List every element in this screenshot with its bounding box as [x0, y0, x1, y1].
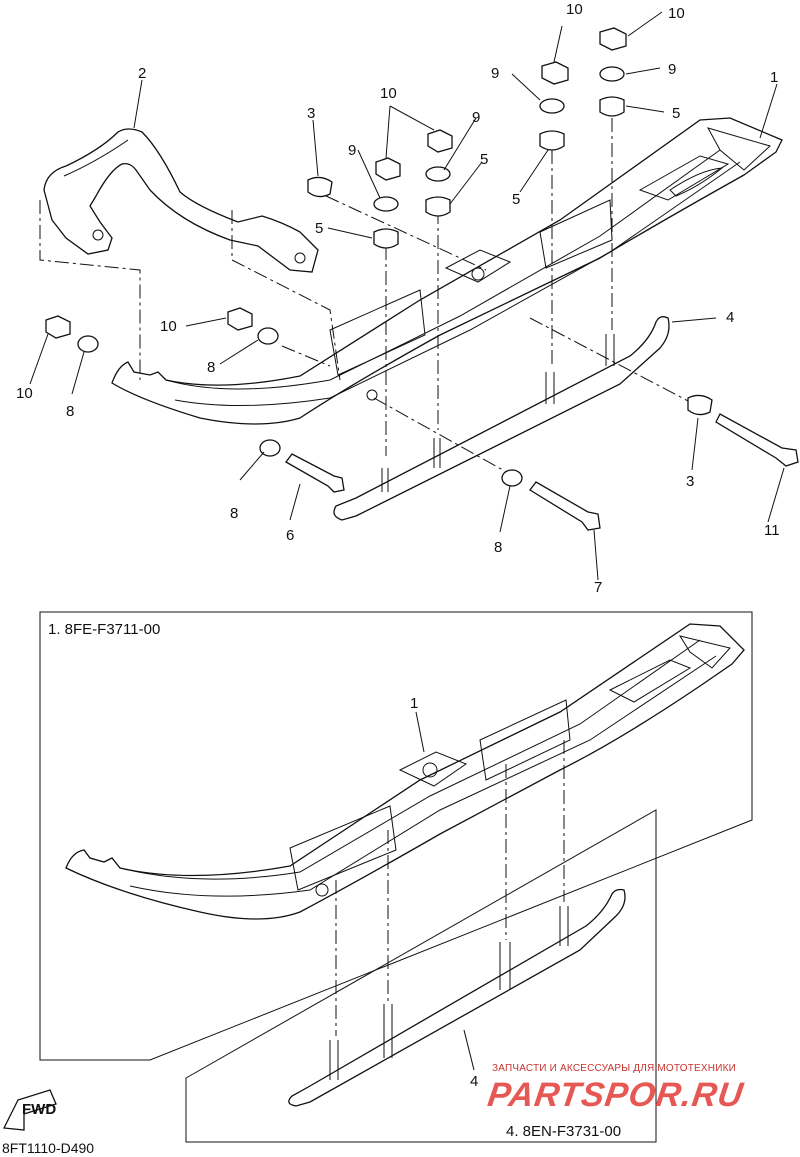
fwd-arrow-badge: [2, 1089, 57, 1131]
watermark-logo: PARTSPOR.RU: [485, 1076, 747, 1114]
leader-4b: [463, 1029, 475, 1071]
callout-9: 9: [668, 61, 676, 78]
wear-bar-detail: [288, 888, 626, 1107]
callout-3: 3: [307, 105, 315, 122]
leader-1b: [415, 711, 425, 753]
sub-box-1-title: 1. 8FE-F3711-00: [48, 621, 160, 638]
sub-box-4-frame: [185, 809, 657, 1143]
watermark-tagline: ЗАПЧАСТИ И АКСЕССУАРЫ ДЛЯ МОТОТЕХНИКИ: [492, 1063, 737, 1074]
fwd-label: FWD: [22, 1101, 56, 1118]
callout-4: 4: [726, 309, 734, 326]
callout-5: 5: [315, 220, 323, 237]
callout-1-detail: 1: [410, 695, 418, 712]
callout-9: 9: [472, 109, 480, 126]
callout-11: 11: [764, 522, 780, 539]
callout-7: 7: [594, 579, 602, 596]
sub-box-4-title: 4. 8EN-F3731-00: [506, 1123, 621, 1140]
callout-5: 5: [672, 105, 680, 122]
callout-10: 10: [16, 385, 33, 402]
callout-8: 8: [207, 359, 215, 376]
callout-10: 10: [380, 85, 397, 102]
callout-6: 6: [286, 527, 294, 544]
callout-10: 10: [668, 5, 685, 22]
hardware: [45, 27, 799, 531]
leader-lines: [29, 11, 785, 581]
ski-body-detail: [65, 623, 745, 920]
callout-9: 9: [348, 142, 356, 159]
callout-10: 10: [566, 1, 583, 18]
ski-body-part-1: [111, 117, 783, 425]
ski-handle-part-2: [43, 128, 319, 273]
wear-bar-part-4: [333, 316, 670, 521]
callout-1: 1: [770, 69, 778, 86]
callout-8: 8: [494, 539, 502, 556]
sub-box-1-frame: [39, 611, 753, 1061]
callout-4-detail: 4: [470, 1073, 478, 1090]
detail-assembly-lines: [335, 740, 565, 1036]
assembly-lines: [39, 118, 691, 475]
callout-9: 9: [491, 65, 499, 82]
callout-3: 3: [686, 473, 694, 490]
figure-code: 8FT1110-D490: [2, 1140, 95, 1156]
callout-5: 5: [512, 191, 520, 208]
callout-8: 8: [230, 505, 238, 522]
callout-5: 5: [480, 151, 488, 168]
callout-8: 8: [66, 403, 74, 420]
callout-2: 2: [138, 65, 146, 82]
callout-10: 10: [160, 318, 177, 335]
